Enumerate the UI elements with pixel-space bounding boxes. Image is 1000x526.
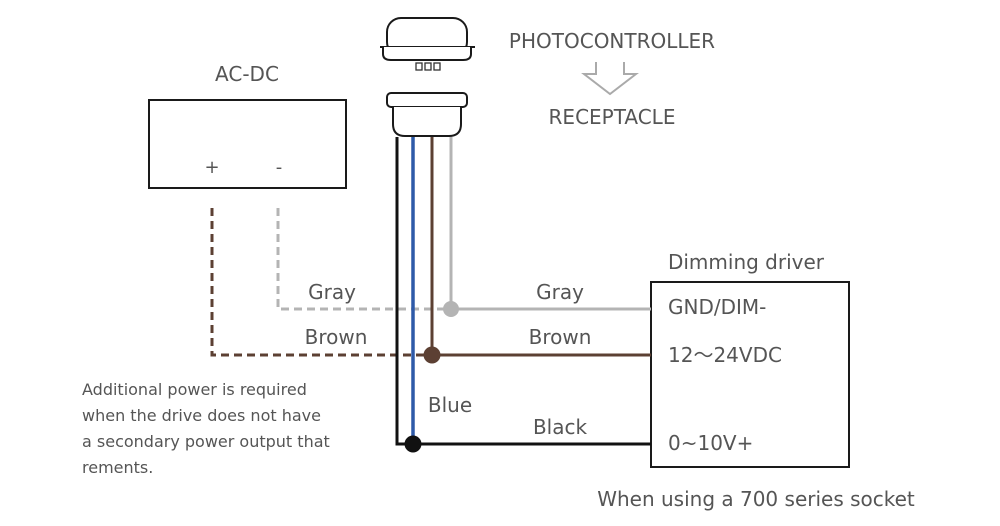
ac-dc-plus-label: + [204, 157, 219, 178]
brown-wire-right-label: Brown [529, 325, 592, 349]
brown-wire [430, 137, 651, 357]
driver-signal-label: 0~10V+ [668, 431, 753, 455]
note-text-block: Additional power is required when the dr… [82, 380, 330, 477]
note-line-2: when the drive does not have [82, 406, 321, 425]
ac-dc-box [148, 99, 347, 189]
receptacle-label: RECEPTACLE [549, 105, 676, 129]
blue-wire-label: Blue [428, 393, 472, 417]
dashed-gray-wire [276, 208, 452, 311]
driver-gnd-dim-label: GND/DIM- [668, 295, 766, 319]
dashed-brown-wire [210, 208, 431, 357]
note-line-3: a secondary power output that [82, 432, 330, 451]
photocontroller-label: PHOTOCONTROLLER [509, 29, 715, 53]
photocontroller-device [380, 17, 475, 71]
driver-power-label: 12～24VDC [668, 343, 782, 367]
black-wire-label: Black [533, 415, 588, 439]
gray-junction-dot [443, 301, 459, 317]
note-line-4: rements. [82, 458, 153, 477]
black-wire [395, 137, 651, 446]
black-junction-dot [404, 435, 422, 453]
gray-wire-left-label: Gray [308, 280, 356, 304]
dimming-driver-box [650, 281, 850, 468]
gray-wire-right-label: Gray [536, 280, 584, 304]
brown-wire-left-label: Brown [305, 325, 368, 349]
footer-caption: When using a 700 series socket [597, 487, 915, 511]
ac-dc-minus-label: - [276, 157, 283, 178]
arrow-down-icon [581, 62, 639, 96]
note-line-1: Additional power is required [82, 380, 307, 399]
receptacle-socket [386, 92, 468, 137]
brown-junction-dot [423, 346, 441, 364]
ac-dc-label: AC-DC [215, 62, 279, 86]
dimming-driver-label: Dimming driver [668, 250, 825, 274]
